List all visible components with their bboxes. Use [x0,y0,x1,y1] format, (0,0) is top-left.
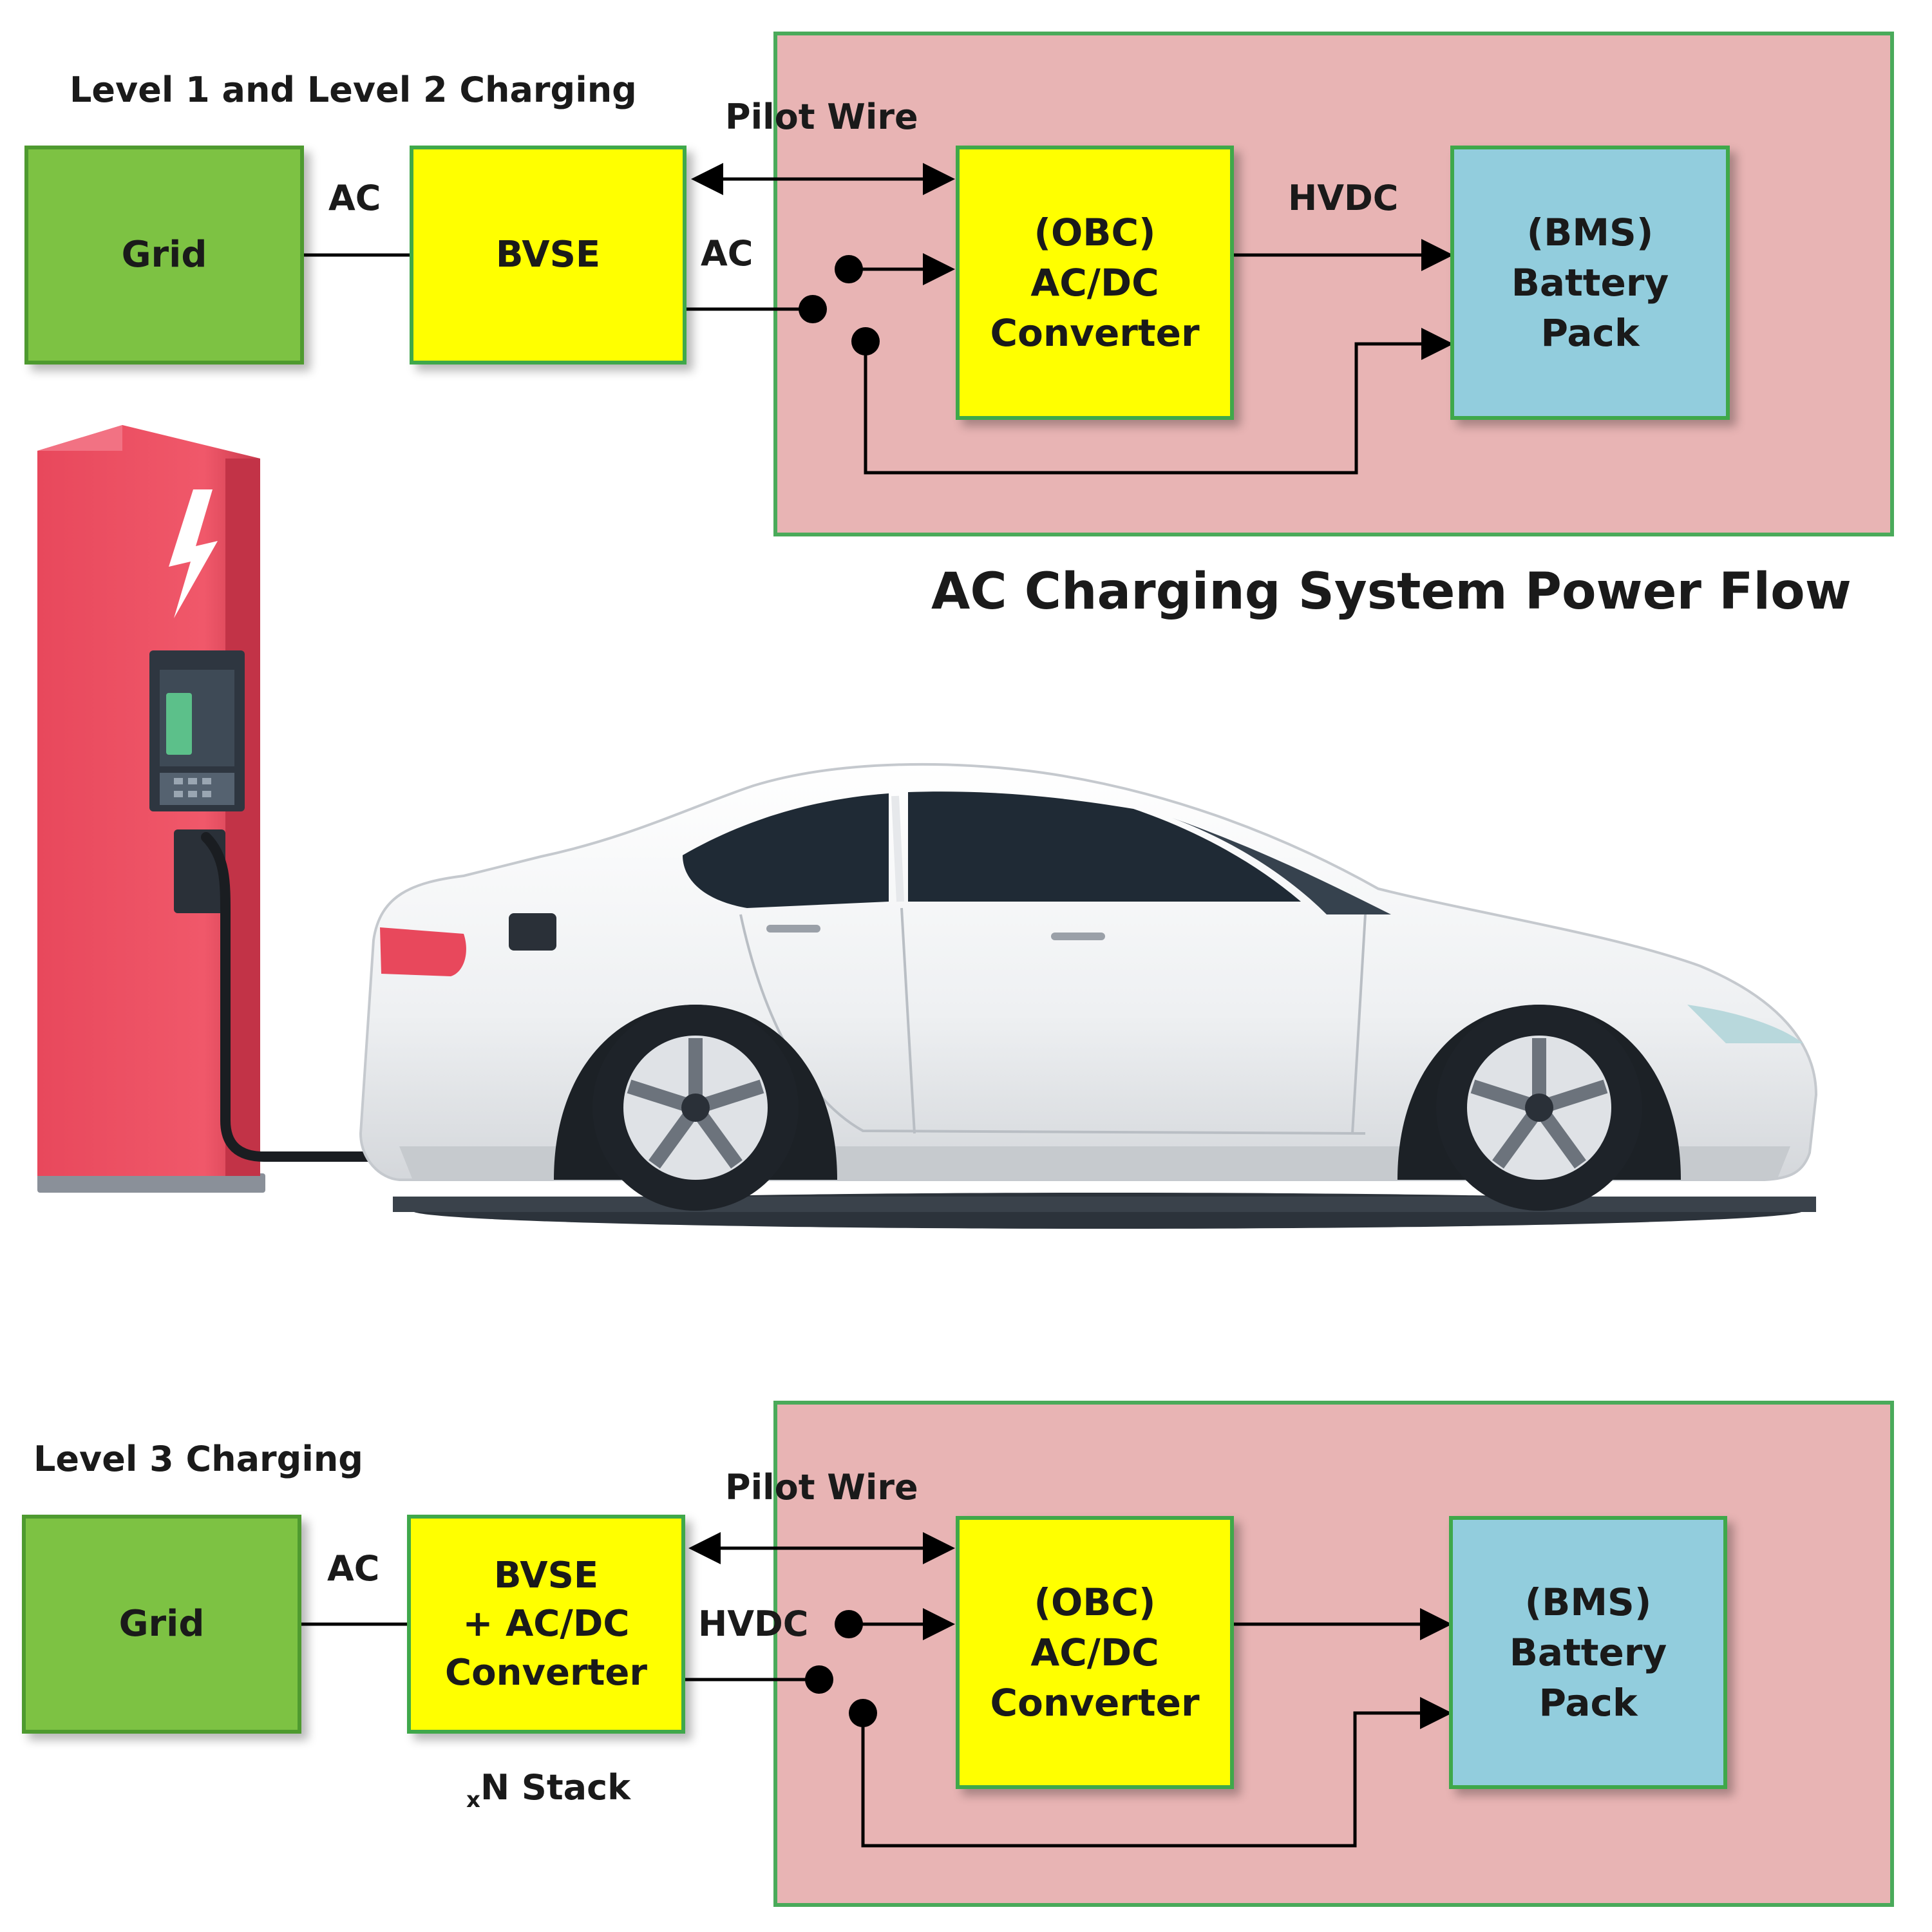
top-ac-label-2: AC [701,233,753,274]
top-ac-label-1: AC [328,178,381,218]
bottom-evse-line2: + AC/DC [462,1603,630,1645]
lightning-bolt-icon [169,489,218,618]
top-switch-dot-upper [835,255,863,283]
bottom-bms-line3: Pack [1539,1681,1638,1725]
bottom-obc-line1: (OBC) [1034,1580,1156,1624]
top-obc-line3: Converter [990,311,1200,355]
top-evse-label: BVSE [495,234,601,276]
bottom-ac-label: AC [327,1548,380,1589]
top-hvdc-label: HVDC [1288,178,1399,218]
bottom-grid-box: Grid [22,1515,301,1734]
top-bms-line2: Battery [1511,260,1669,305]
bottom-obc-line3: Converter [990,1681,1200,1725]
bottom-heading: Level 3 Charging [33,1439,363,1479]
electric-car-illustration [359,762,1818,1229]
bottom-stack-label: xN Stack [466,1767,630,1813]
top-caption: AC Charging System Power Flow [931,563,1852,621]
rear-wheel [592,1005,799,1211]
top-bypass-line [864,328,1454,475]
top-pilot-wire-label: Pilot Wire [725,97,918,137]
top-bms-line1: (BMS) [1526,210,1654,254]
top-switch-dot-common [799,295,827,323]
bottom-stack-prefix: x [466,1786,480,1813]
top-obc-line2: AC/DC [1030,260,1159,305]
bottom-switch-dot-upper [835,1610,863,1638]
bottom-pilot-wire-label: Pilot Wire [725,1467,918,1508]
top-grid-label: Grid [121,234,207,276]
top-evse-box: BVSE [410,146,687,365]
bottom-bypass-line [861,1697,1452,1848]
top-obc-box: (OBC) AC/DC Converter [956,146,1234,420]
bottom-switch-dot-lower [849,1699,877,1727]
bottom-evse-line3: Converter [445,1651,647,1694]
bottom-bms-line1: (BMS) [1524,1580,1652,1624]
bottom-evse-box: BVSE + AC/DC Converter [407,1515,685,1734]
bottom-bms-box: (BMS) Battery Pack [1449,1516,1727,1789]
bottom-obc-box: (OBC) AC/DC Converter [956,1516,1234,1789]
bottom-switch-dot-common [805,1665,833,1694]
bottom-grid-label: Grid [118,1603,205,1645]
bottom-bms-line2: Battery [1509,1630,1667,1674]
top-bms-line3: Pack [1540,311,1640,355]
top-bms-box: (BMS) Battery Pack [1450,146,1730,420]
bottom-stack-text: N Stack [480,1767,630,1808]
top-switch-dot-lower [851,327,880,355]
charging-station-illustration [37,425,537,1193]
bottom-obc-line2: AC/DC [1030,1630,1159,1674]
bottom-hvdc-label: HVDC [698,1604,809,1644]
bottom-evse-line1: BVSE [493,1554,599,1596]
front-wheel [1436,1005,1642,1211]
top-grid-box: Grid [24,146,304,365]
top-obc-line1: (OBC) [1034,210,1156,254]
top-heading: Level 1 and Level 2 Charging [70,70,637,110]
